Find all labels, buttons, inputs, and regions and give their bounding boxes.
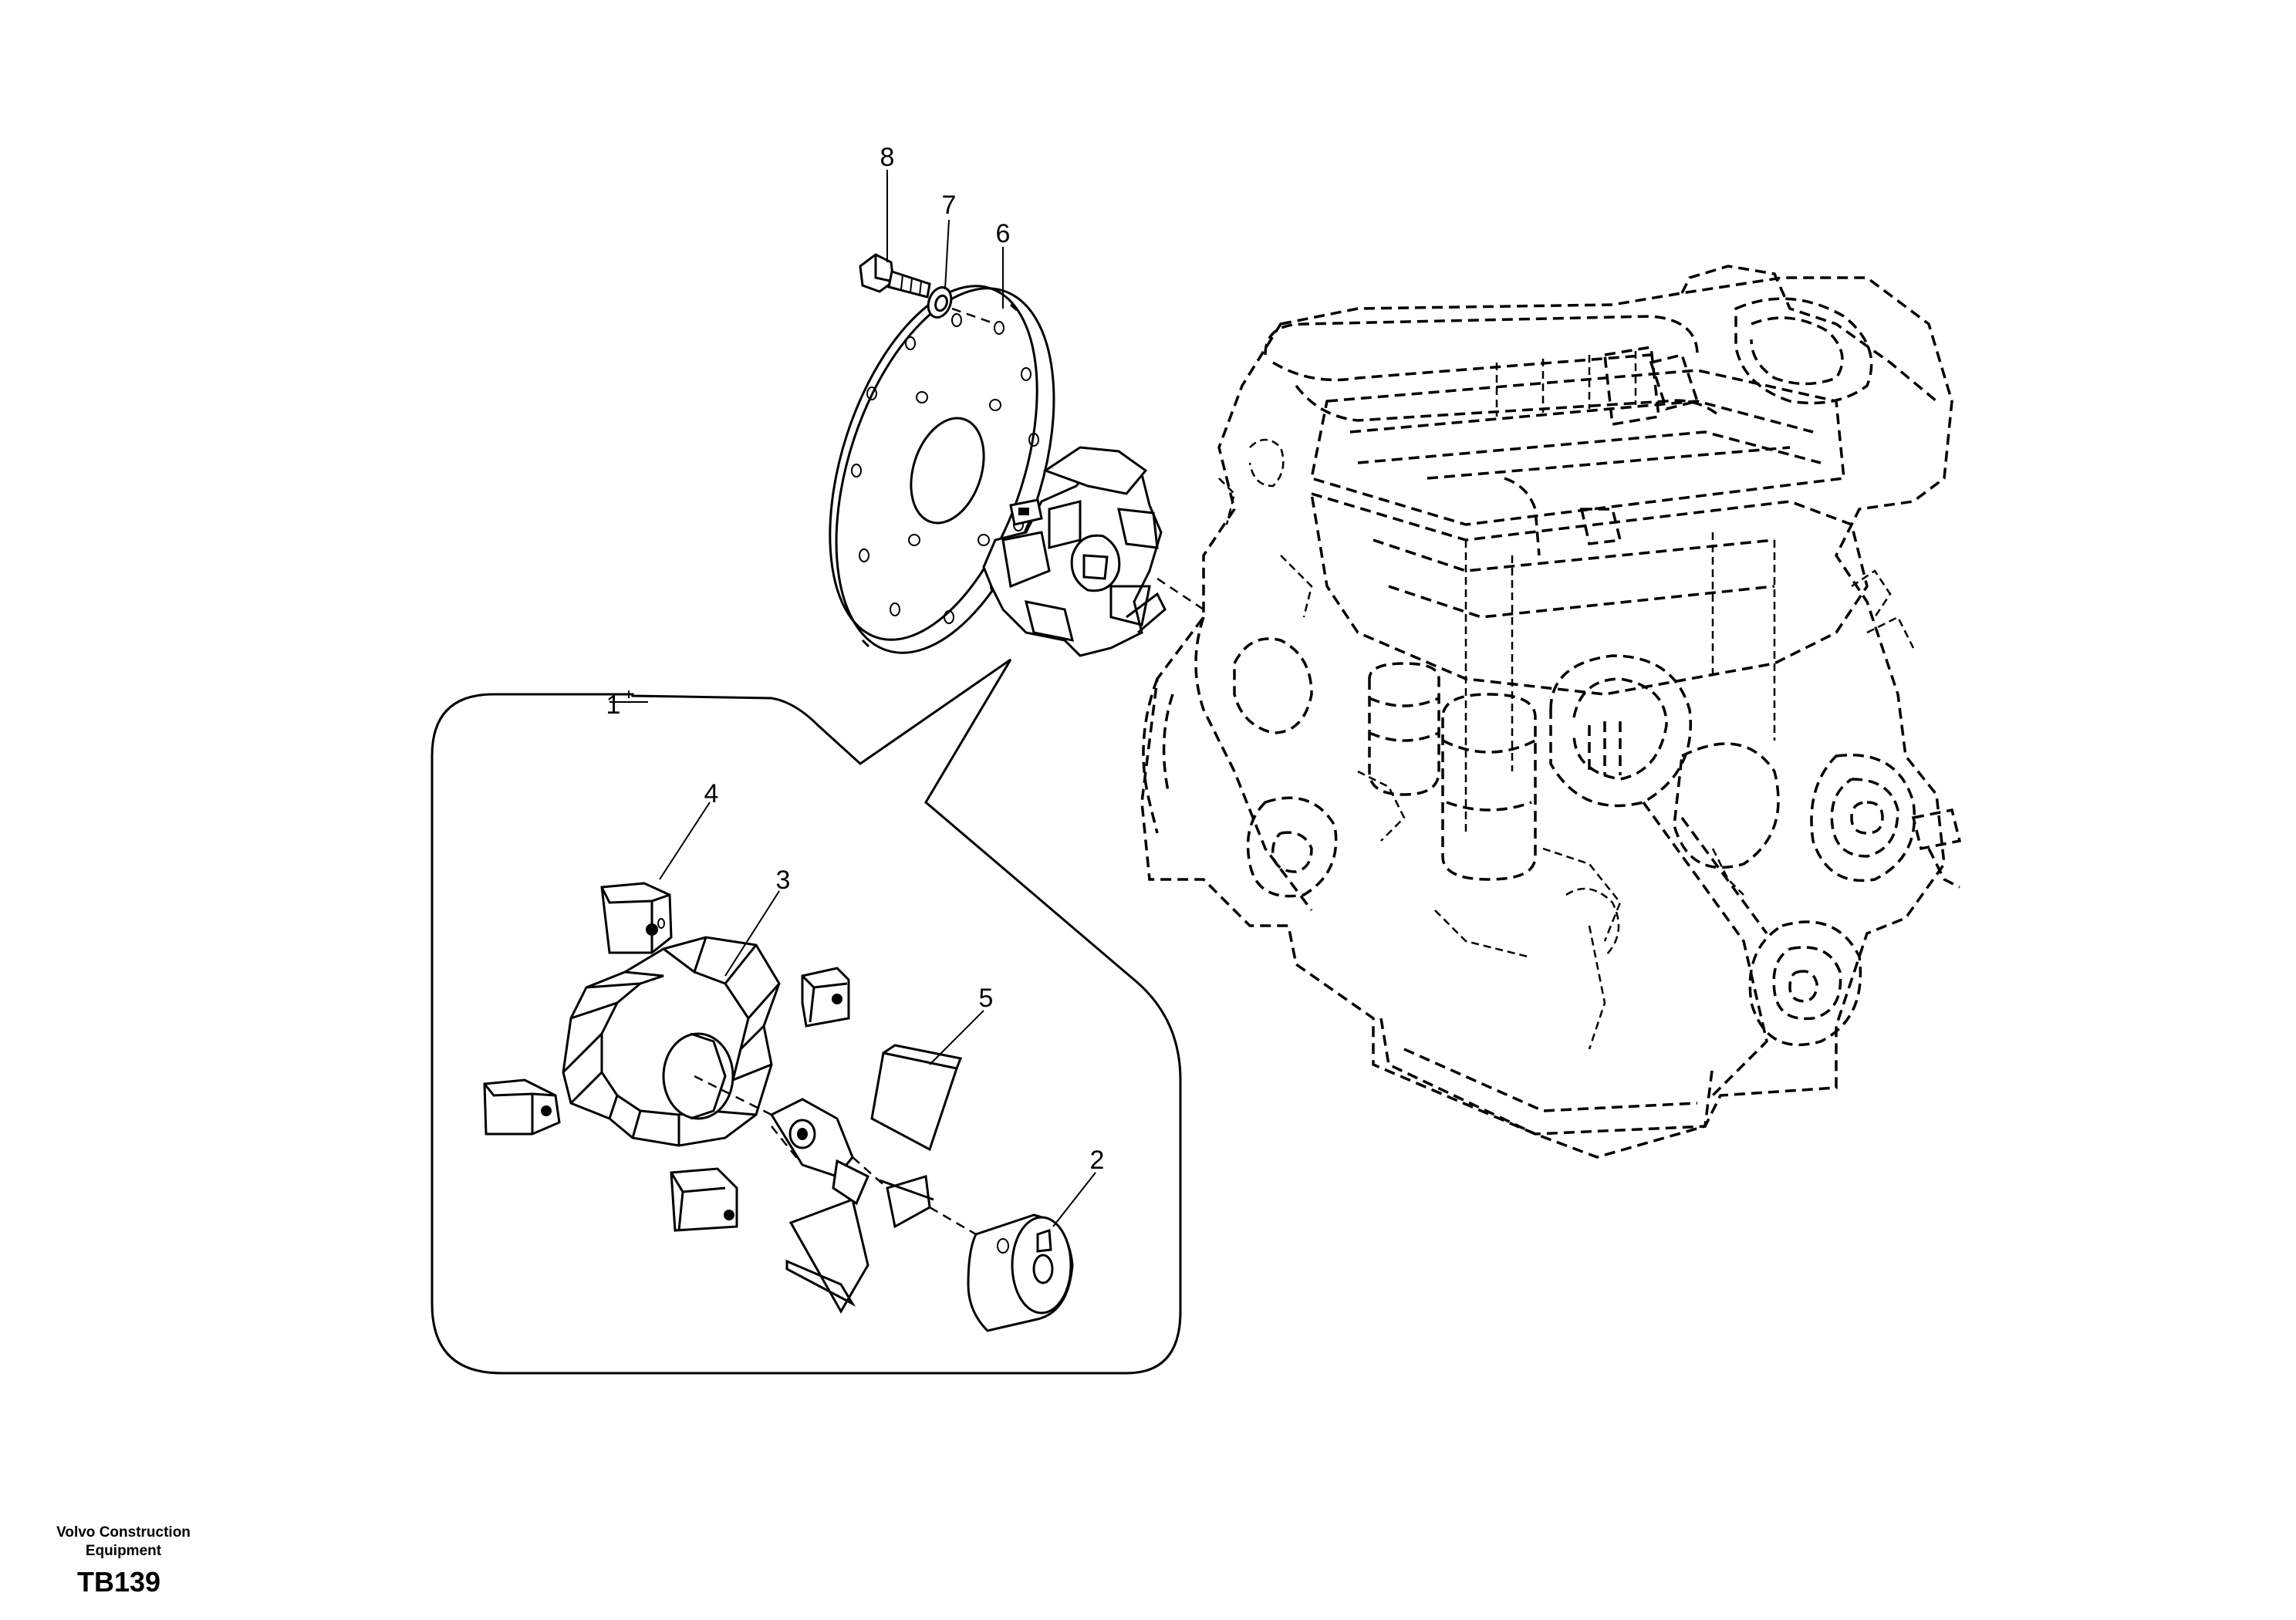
callout-2: 2 [1090, 1146, 1105, 1175]
detail-axis-lines [694, 1075, 977, 1236]
callout-5: 5 [979, 984, 994, 1013]
washer-part-7 [927, 286, 953, 319]
bolt-axis-line [951, 307, 992, 324]
callout-7: 7 [942, 191, 957, 220]
callout-3: 3 [776, 866, 791, 895]
callout-4: 4 [704, 779, 719, 808]
diagram-code: TB139 [77, 1566, 161, 1598]
shaft-axis-line [1156, 577, 1204, 611]
callout-6: 6 [996, 219, 1011, 248]
hub-insert [769, 1098, 869, 1206]
detail-callout-box [430, 658, 1182, 1375]
block-part-4-top [600, 882, 673, 954]
hub-part-2 [967, 1213, 1074, 1332]
callout-labels: 8 7 6 1 4 3 5 2 [606, 143, 1105, 1175]
rubber-element-part-3 [562, 936, 781, 1147]
coupling-element-assembled [982, 446, 1167, 657]
block-part-4-right [801, 967, 850, 1028]
callout-1: 1 [606, 690, 621, 720]
callout-8: 8 [880, 143, 895, 172]
wedge-part-5-lower [785, 1197, 869, 1315]
small-wedge [879, 1175, 934, 1229]
company-line-2: Equipment [85, 1543, 162, 1559]
company-caption: Volvo Construction Equipment [31, 1524, 216, 1561]
leader-lines [609, 170, 1096, 1227]
bolt-part-8 [859, 253, 931, 299]
engine-assembly-outline [1140, 265, 1962, 1159]
block-part-4-left [483, 1078, 561, 1136]
company-line-1: Volvo Construction [56, 1524, 191, 1541]
block-part-4-bottom [670, 1167, 738, 1232]
wedge-part-5-upper [870, 1044, 963, 1152]
